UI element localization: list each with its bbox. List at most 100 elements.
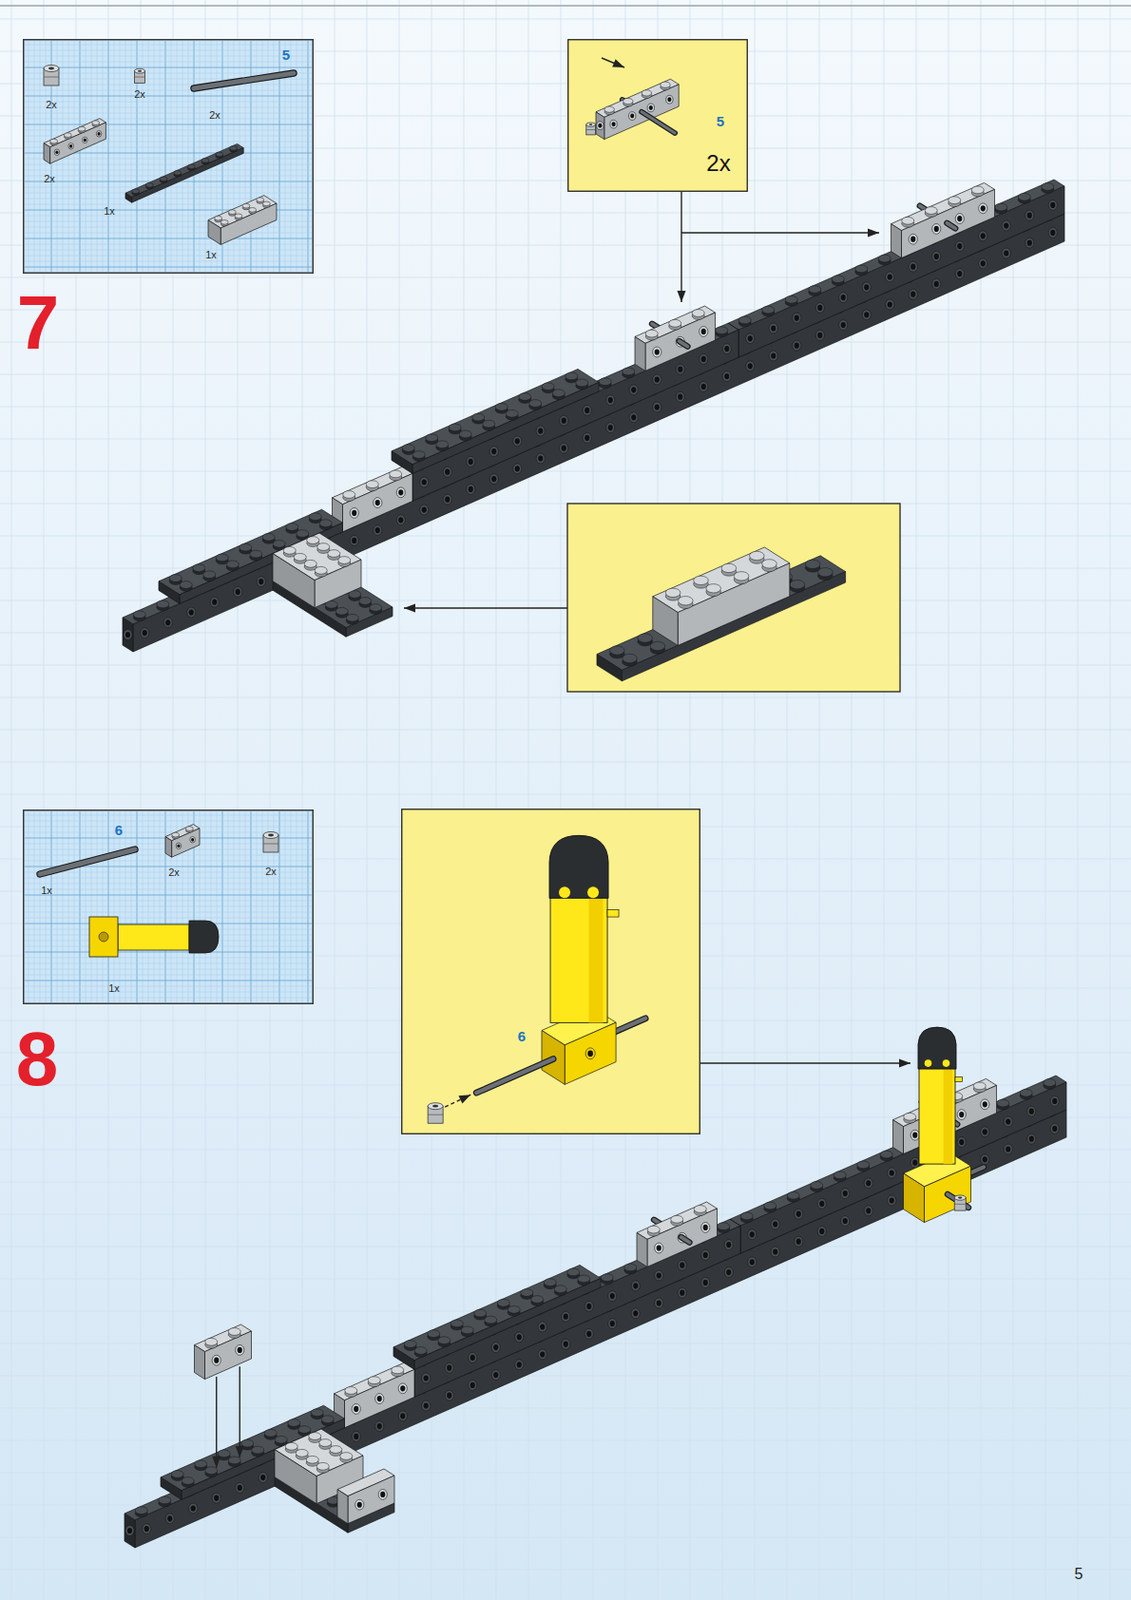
drawing-shape bbox=[77, 126, 86, 132]
drawing-shape bbox=[302, 40, 304, 272]
drawing-shape bbox=[541, 383, 555, 391]
drawing-shape bbox=[466, 484, 476, 496]
drawing-shape bbox=[131, 40, 133, 272]
drawing-shape bbox=[189, 609, 194, 615]
drawing-shape bbox=[24, 986, 312, 988]
drawing-shape bbox=[563, 1314, 569, 1321]
drawing-shape bbox=[957, 270, 962, 277]
drawing-shape bbox=[749, 1231, 755, 1238]
drawing-shape bbox=[24, 90, 312, 92]
drawing-shape bbox=[652, 596, 678, 647]
drawing-shape bbox=[165, 837, 173, 859]
drawing-shape bbox=[667, 96, 671, 102]
drawing-shape bbox=[316, 1462, 329, 1471]
drawing-shape bbox=[474, 1309, 487, 1318]
drawing-shape bbox=[85, 811, 87, 1003]
drawing-shape bbox=[889, 1197, 895, 1204]
drawing-shape bbox=[145, 182, 154, 188]
drawing-shape bbox=[398, 1411, 407, 1422]
drawing-shape bbox=[329, 1446, 343, 1455]
drawing-shape bbox=[436, 440, 449, 449]
drawing-shape bbox=[679, 1290, 685, 1297]
drawing-shape bbox=[398, 489, 403, 496]
drawing-shape bbox=[738, 316, 751, 325]
drawing-shape bbox=[491, 1370, 500, 1381]
drawing-shape bbox=[699, 382, 709, 393]
drawing-shape bbox=[176, 40, 178, 272]
drawing-shape bbox=[491, 1342, 500, 1354]
drawing-shape bbox=[144, 1526, 150, 1533]
drawing-shape bbox=[1050, 202, 1055, 209]
drawing-shape bbox=[327, 550, 341, 558]
drawing-shape bbox=[567, 503, 901, 692]
drawing-shape bbox=[647, 1226, 660, 1234]
drawing-shape bbox=[770, 352, 776, 359]
drawing-shape bbox=[1001, 248, 1011, 259]
drawing-shape bbox=[978, 230, 988, 242]
drawing-shape bbox=[601, 57, 625, 68]
drawing-shape bbox=[654, 376, 660, 383]
drawing-shape bbox=[883, 0, 885, 1600]
drawing-shape bbox=[205, 40, 207, 272]
drawing-shape bbox=[421, 1373, 431, 1384]
drawing-shape bbox=[878, 254, 891, 263]
drawing-shape bbox=[630, 114, 634, 119]
drawing-shape bbox=[24, 912, 312, 914]
drawing-shape bbox=[96, 40, 98, 272]
drawing-shape bbox=[414, 1347, 427, 1356]
drawing-shape bbox=[608, 424, 614, 431]
drawing-shape bbox=[1001, 220, 1011, 231]
drawing-shape bbox=[193, 73, 294, 89]
drawing-shape bbox=[24, 61, 312, 63]
drawing-shape bbox=[738, 186, 1065, 358]
drawing-shape bbox=[205, 1331, 252, 1381]
drawing-shape bbox=[971, 186, 984, 194]
drawing-shape bbox=[652, 402, 662, 413]
drawing-shape bbox=[586, 129, 596, 131]
drawing-shape bbox=[187, 607, 196, 618]
drawing-shape bbox=[296, 530, 309, 538]
drawing-shape bbox=[831, 275, 844, 284]
drawing-shape bbox=[863, 284, 869, 290]
drawing-shape bbox=[237, 1347, 243, 1354]
drawing-shape bbox=[345, 607, 393, 637]
drawing-shape bbox=[262, 811, 264, 1003]
drawing-shape bbox=[159, 811, 161, 1003]
drawing-shape bbox=[1003, 222, 1009, 229]
page-number: 5 bbox=[1074, 1567, 1084, 1583]
drawing-shape bbox=[563, 1341, 569, 1348]
drawing-shape bbox=[235, 1446, 245, 1458]
part-count: 2x bbox=[209, 110, 221, 121]
drawing-shape bbox=[839, 292, 848, 304]
drawing-shape bbox=[1005, 1118, 1011, 1125]
drawing-shape bbox=[245, 811, 247, 1003]
drawing-shape bbox=[1052, 1098, 1057, 1105]
drawing-shape bbox=[425, 434, 439, 442]
drawing-shape bbox=[412, 451, 425, 460]
drawing-shape bbox=[251, 1446, 265, 1455]
drawing-shape bbox=[690, 0, 691, 1600]
drawing-shape bbox=[468, 1353, 478, 1364]
drawing-shape bbox=[675, 391, 685, 403]
drawing-shape bbox=[444, 1390, 454, 1401]
drawing-shape bbox=[515, 465, 520, 472]
drawing-shape bbox=[82, 136, 89, 143]
drawing-shape bbox=[172, 828, 200, 858]
drawing-shape bbox=[211, 1493, 221, 1504]
drawing-shape bbox=[380, 1492, 385, 1498]
drawing-shape bbox=[749, 551, 766, 560]
drawing-shape bbox=[0, 1408, 1131, 1410]
drawing-shape bbox=[681, 1237, 691, 1244]
drawing-shape bbox=[427, 1103, 443, 1111]
drawing-shape bbox=[217, 1450, 231, 1458]
sub-assembly-callout: 6 bbox=[401, 808, 701, 1135]
drawing-shape bbox=[74, 40, 76, 272]
drawing-shape bbox=[68, 143, 75, 150]
drawing-shape bbox=[634, 336, 646, 371]
drawing-shape bbox=[307, 40, 309, 272]
drawing-shape bbox=[302, 811, 304, 1003]
drawing-shape bbox=[24, 244, 312, 246]
drawing-shape bbox=[770, 1246, 780, 1258]
drawing-shape bbox=[677, 290, 687, 303]
drawing-shape bbox=[228, 1328, 241, 1337]
